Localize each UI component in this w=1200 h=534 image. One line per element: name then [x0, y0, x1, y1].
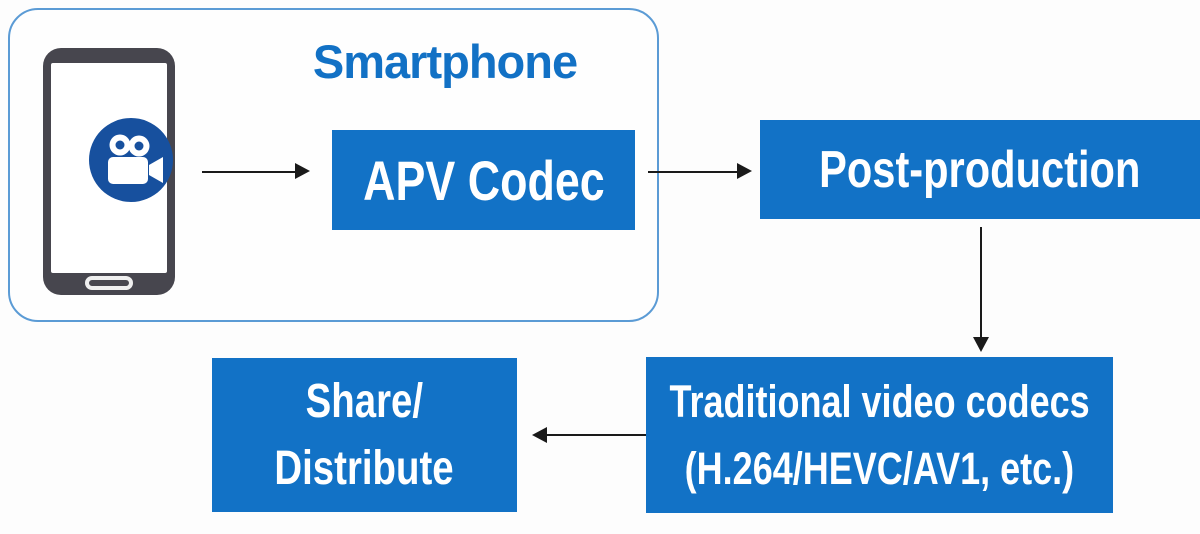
- smartphone-home-button: [85, 276, 133, 290]
- arrow-head-right-icon: [737, 163, 752, 179]
- arrow-head-right-icon: [295, 163, 310, 179]
- arrow-head-down-icon: [973, 337, 989, 352]
- node-apv-codec-label: APV Codec: [362, 148, 605, 212]
- node-apv-codec: APV Codec: [332, 130, 635, 230]
- node-traditional-codecs-line1: Traditional video codecs: [669, 375, 1090, 427]
- arrow-line: [546, 434, 646, 436]
- arrow-line: [980, 227, 982, 338]
- node-post-production: Post-production: [760, 120, 1200, 219]
- node-post-production-label: Post-production: [819, 140, 1141, 199]
- arrow-head-left-icon: [532, 427, 547, 443]
- arrow-line: [648, 171, 739, 173]
- smartphone-group-title: Smartphone: [312, 35, 578, 88]
- node-share-distribute-line1: Share/: [305, 374, 424, 428]
- node-share-distribute: Share/ Distribute: [212, 358, 517, 512]
- arrow-line: [202, 171, 297, 173]
- video-camera-icon: [89, 118, 173, 202]
- node-traditional-codecs: Traditional video codecs (H.264/HEVC/AV1…: [646, 357, 1113, 513]
- node-traditional-codecs-line2: (H.264/HEVC/AV1, etc.): [684, 443, 1075, 494]
- smartphone-group-box: Smartphone APV Codec: [8, 8, 659, 322]
- node-share-distribute-line2: Distribute: [274, 442, 455, 495]
